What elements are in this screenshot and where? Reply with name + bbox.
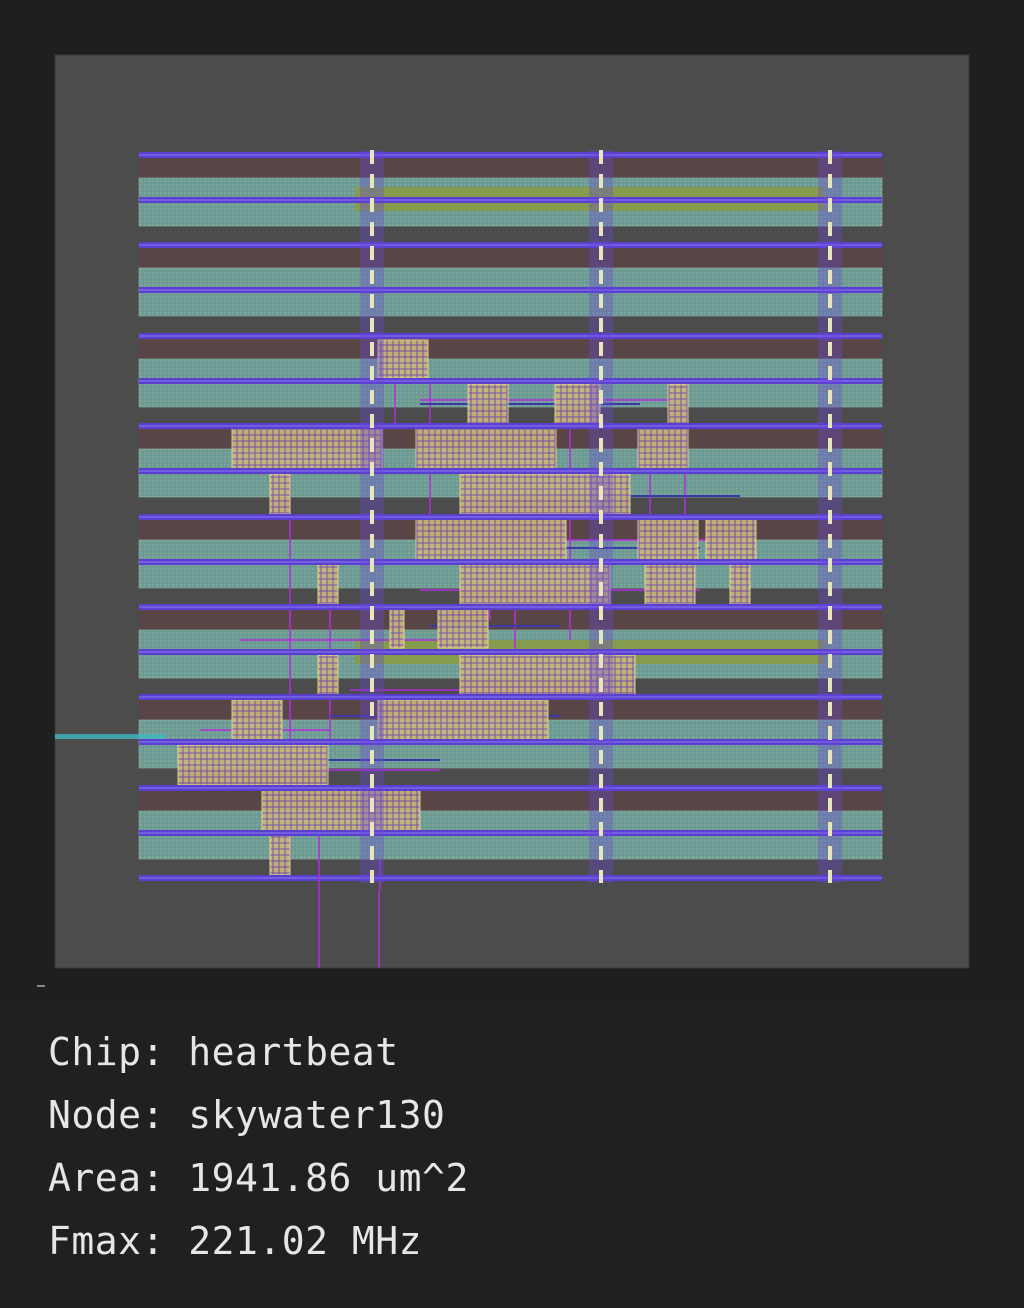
chip-name-value: heartbeat <box>188 1030 399 1074</box>
fmax-value: 221.02 MHz <box>188 1219 423 1263</box>
standard-cell <box>644 563 696 605</box>
standard-cell <box>705 517 757 561</box>
standard-cell <box>231 427 383 471</box>
corner-marker <box>37 985 45 987</box>
power-rails <box>139 152 882 881</box>
process-node-line: Node: skywater130 <box>48 1091 469 1154</box>
standard-cell <box>177 744 329 786</box>
chip-layout-canvas <box>37 54 970 987</box>
standard-cell <box>729 563 751 605</box>
standard-cell <box>377 339 429 379</box>
standard-cell <box>637 517 699 561</box>
standard-cell <box>389 607 405 649</box>
standard-cell <box>459 563 611 605</box>
standard-cell <box>377 699 549 741</box>
standard-cell <box>269 834 291 876</box>
standard-cell <box>415 427 557 471</box>
standard-cell <box>415 517 567 561</box>
chip-label: Chip: <box>48 1030 165 1074</box>
standard-cell <box>459 654 636 696</box>
standard-cell <box>554 383 601 425</box>
fmax-line: Fmax: 221.02 MHz <box>48 1217 469 1280</box>
area-label: Area: <box>48 1156 165 1200</box>
fmax-label: Fmax: <box>48 1219 165 1263</box>
area-line: Area: 1941.86 um^2 <box>48 1154 469 1217</box>
chip-name-line: Chip: heartbeat <box>48 1028 469 1091</box>
standard-cell <box>667 383 689 425</box>
chip-info-panel: Chip: heartbeat Node: skywater130 Area: … <box>48 1028 469 1280</box>
node-label: Node: <box>48 1093 165 1137</box>
area-value: 1941.86 um^2 <box>188 1156 469 1200</box>
standard-cell <box>437 607 489 649</box>
power-straps <box>360 150 842 883</box>
standard-cell <box>231 699 283 741</box>
input-pin <box>55 734 165 739</box>
standard-cell <box>269 473 291 515</box>
standard-cell <box>467 383 509 425</box>
standard-cell <box>637 427 689 471</box>
standard-cell <box>261 789 421 833</box>
chip-layout-viewer[interactable] <box>0 0 1024 1000</box>
process-node-value: skywater130 <box>188 1093 446 1137</box>
standard-cell <box>317 654 339 696</box>
standard-cell <box>317 563 339 605</box>
